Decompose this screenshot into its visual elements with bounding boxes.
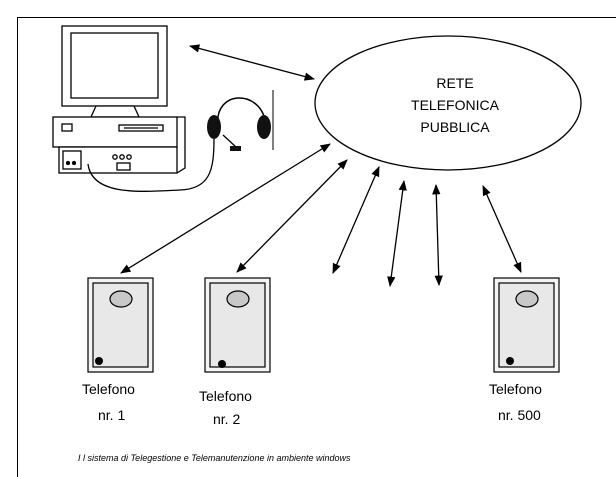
phone-1-number: nr. 1 <box>98 407 126 423</box>
disk-drive-slot <box>61 123 73 132</box>
pc-side <box>176 116 186 174</box>
earpiece <box>515 290 539 308</box>
keypad-dot <box>218 360 226 368</box>
network-label-line1: RETE <box>436 75 474 91</box>
computer-icon <box>52 25 186 174</box>
arrow-network-4 <box>387 179 407 288</box>
phone-icon <box>493 277 560 373</box>
earpiece <box>226 290 250 308</box>
keypad-dot <box>95 357 103 365</box>
right-earcup <box>257 115 271 139</box>
arrow-computer-network <box>188 44 316 81</box>
frame-top-border <box>17 17 616 18</box>
frame-left-border <box>17 17 18 477</box>
connection-arrows <box>120 44 522 288</box>
network-label-line2: TELEFONICA <box>411 97 499 113</box>
keypad-dot <box>506 357 514 365</box>
arrow-network-5 <box>432 183 443 287</box>
phone-icon <box>87 277 154 373</box>
microphone <box>230 146 241 151</box>
phone-500-number: nr. 500 <box>498 407 541 423</box>
arrow-phone2-network <box>236 159 348 273</box>
diagram-caption: I l sistema di Telegestione e Telemanute… <box>78 453 351 463</box>
network-label-line3: PUBBLICA <box>420 119 490 135</box>
phone-1-name: Telefono <box>82 381 135 397</box>
pc-case <box>52 116 178 148</box>
monitor-stand <box>89 105 141 118</box>
phone-500-name: Telefono <box>489 381 542 397</box>
left-earcup <box>207 115 221 139</box>
monitor-screen <box>70 32 159 99</box>
phone-icon <box>204 277 271 373</box>
arrow-phone500-network <box>482 185 522 273</box>
phone-2-name: Telefono <box>199 388 252 404</box>
phone-2-number: nr. 2 <box>213 411 241 427</box>
arrow-network-3 <box>332 166 380 274</box>
network-cloud <box>314 35 582 171</box>
earpiece <box>109 290 133 308</box>
